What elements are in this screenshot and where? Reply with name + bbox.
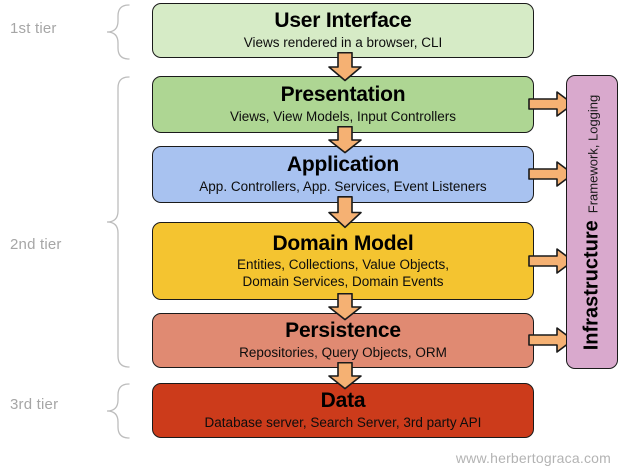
layer-title-presentation: Presentation: [280, 83, 406, 107]
tier-label-2: 2nd tier: [10, 236, 62, 253]
layer-title-persistence: Persistence: [285, 319, 401, 343]
layer-subtitle-line1-persistence: Repositories, Query Objects, ORM: [239, 345, 447, 361]
arrow-right-domain-model-to-infrastructure: [528, 247, 574, 275]
arrow-down-application-to-domain-model: [327, 196, 363, 229]
layer-title-data: Data: [320, 389, 366, 413]
layer-subtitle-line1-data: Database server, Search Server, 3rd part…: [204, 415, 482, 431]
layer-title-domain-model: Domain Model: [272, 231, 414, 255]
layer-subtitle-line1-application: App. Controllers, App. Services, Event L…: [199, 179, 487, 195]
layer-subtitle-line1-domain-model: Entities, Collections, Value Objects,: [236, 257, 450, 273]
tier-label-1: 1st tier: [10, 20, 57, 37]
infrastructure-subtitle: Framework, Logging: [585, 94, 601, 213]
tier-label-3: 3rd tier: [10, 396, 59, 413]
layer-subtitle-domain-model: Entities, Collections, Value Objects,Dom…: [237, 257, 449, 290]
tier-brace-2: [106, 76, 130, 368]
layer-subtitle-application: App. Controllers, App. Services, Event L…: [199, 179, 486, 195]
arrow-right-presentation-to-infrastructure: [528, 90, 574, 118]
layer-title-user-interface: User Interface: [274, 9, 412, 33]
layer-subtitle-persistence: Repositories, Query Objects, ORM: [239, 345, 447, 361]
infrastructure-title: Infrastructure: [580, 219, 603, 350]
arrow-down-user-interface-to-presentation: [327, 52, 363, 82]
tier-brace-3: [106, 383, 130, 439]
layer-title-application: Application: [286, 153, 400, 177]
infrastructure-box: Infrastructure Framework, Logging: [566, 75, 618, 369]
layer-subtitle-line1-user-interface: Views rendered in a browser, CLI: [243, 35, 443, 51]
infrastructure-rotated-label: Infrastructure Framework, Logging: [581, 94, 604, 350]
arrow-right-persistence-to-infrastructure: [528, 326, 574, 354]
layer-subtitle-user-interface: Views rendered in a browser, CLI: [244, 35, 443, 51]
layer-subtitle-line2-domain-model: Domain Services, Domain Events: [242, 273, 444, 289]
layer-subtitle-line1-presentation: Views, View Models, Input Controllers: [229, 109, 457, 125]
arrow-down-persistence-to-data: [327, 362, 363, 390]
arrow-down-domain-model-to-persistence: [327, 293, 363, 321]
layer-subtitle-data: Database server, Search Server, 3rd part…: [205, 415, 482, 431]
watermark-url: www.herbertograca.com: [455, 450, 611, 466]
layer-subtitle-presentation: Views, View Models, Input Controllers: [230, 109, 456, 125]
arrow-down-presentation-to-application: [327, 126, 363, 154]
arrow-right-application-to-infrastructure: [528, 160, 574, 188]
tier-brace-1: [106, 4, 130, 60]
